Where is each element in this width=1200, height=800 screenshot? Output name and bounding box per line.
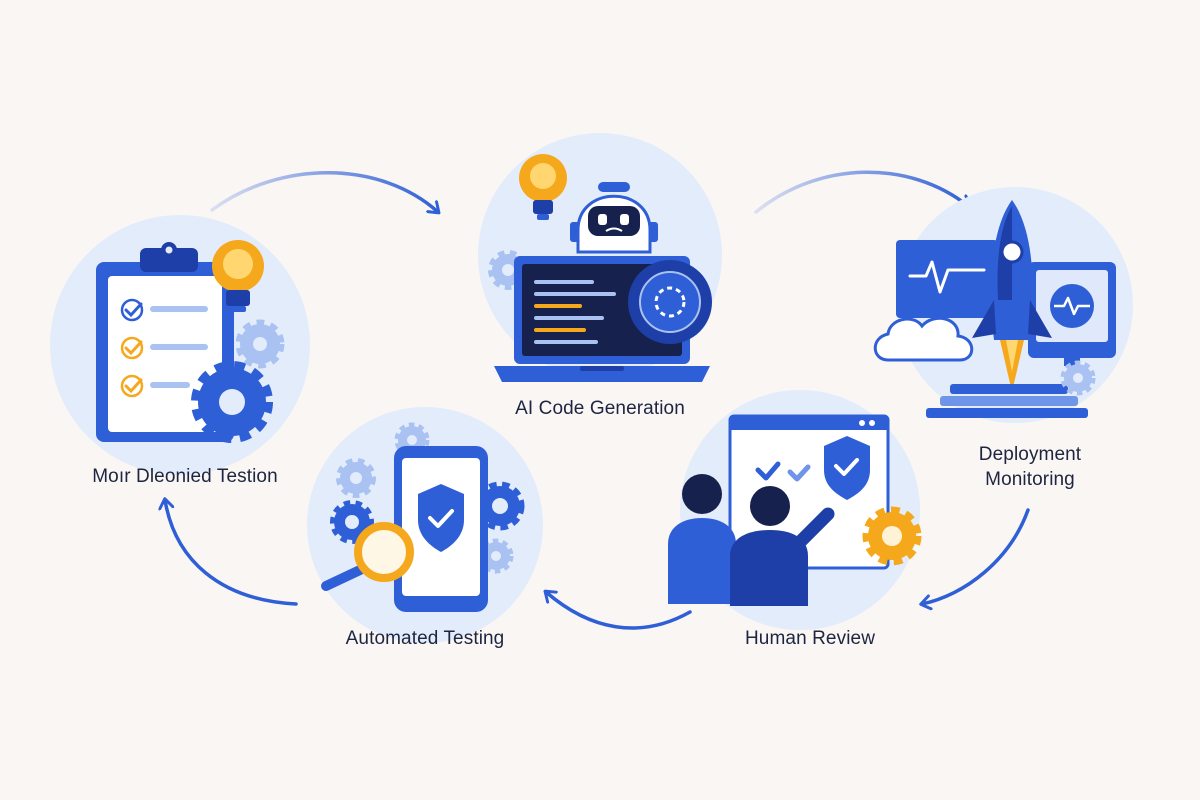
- cloud-icon: [873, 316, 974, 362]
- stage-testing-illustration: [307, 407, 543, 643]
- stage-label-deploy: Deployment Monitoring: [930, 442, 1130, 492]
- gear-icon: [1060, 360, 1096, 396]
- rocket-icon: [972, 200, 1052, 392]
- shield-check-icon: [824, 436, 870, 500]
- stage-plan-illustration: [50, 215, 310, 475]
- stage-label-plan: Moır Dleonied Testion: [92, 466, 278, 487]
- launch-platform: [926, 384, 1088, 418]
- stage-review-illustration: [668, 390, 922, 630]
- gear-icon: [862, 506, 922, 566]
- gear-icon: [191, 319, 285, 443]
- smartphone-shield-icon: [394, 446, 488, 612]
- stage-codegen-illustration: [478, 133, 722, 382]
- cycle-arrow-codegen-to-deploy: [754, 170, 968, 214]
- stage-label-testing: Automated Testing: [345, 628, 505, 649]
- magnifier-icon: [321, 522, 414, 591]
- gear-icon: [330, 422, 525, 574]
- cycle-arrow-testing-to-plan: [165, 500, 298, 606]
- lightbulb-icon: [212, 240, 264, 312]
- people-icon: [668, 474, 835, 606]
- cycle-arrow-review-to-testing: [546, 592, 692, 630]
- cycle-arrow-plan-to-codegen: [210, 171, 438, 212]
- cycle-arrow-deploy-to-review: [922, 508, 1030, 604]
- processing-dial-icon: [628, 260, 712, 344]
- stage-label-codegen: AI Code Generation: [515, 398, 685, 419]
- stage-deploy-illustration: [873, 187, 1133, 423]
- monitor-heartbeat-icon: [896, 240, 1116, 366]
- lightbulb-icon: [519, 154, 567, 220]
- stage-label-deploy-line1: Deployment: [978, 444, 1082, 465]
- stage-label-deploy-line2: Monitoring: [985, 469, 1075, 490]
- robot-icon: [570, 182, 658, 254]
- stage-label-review: Human Review: [744, 628, 876, 649]
